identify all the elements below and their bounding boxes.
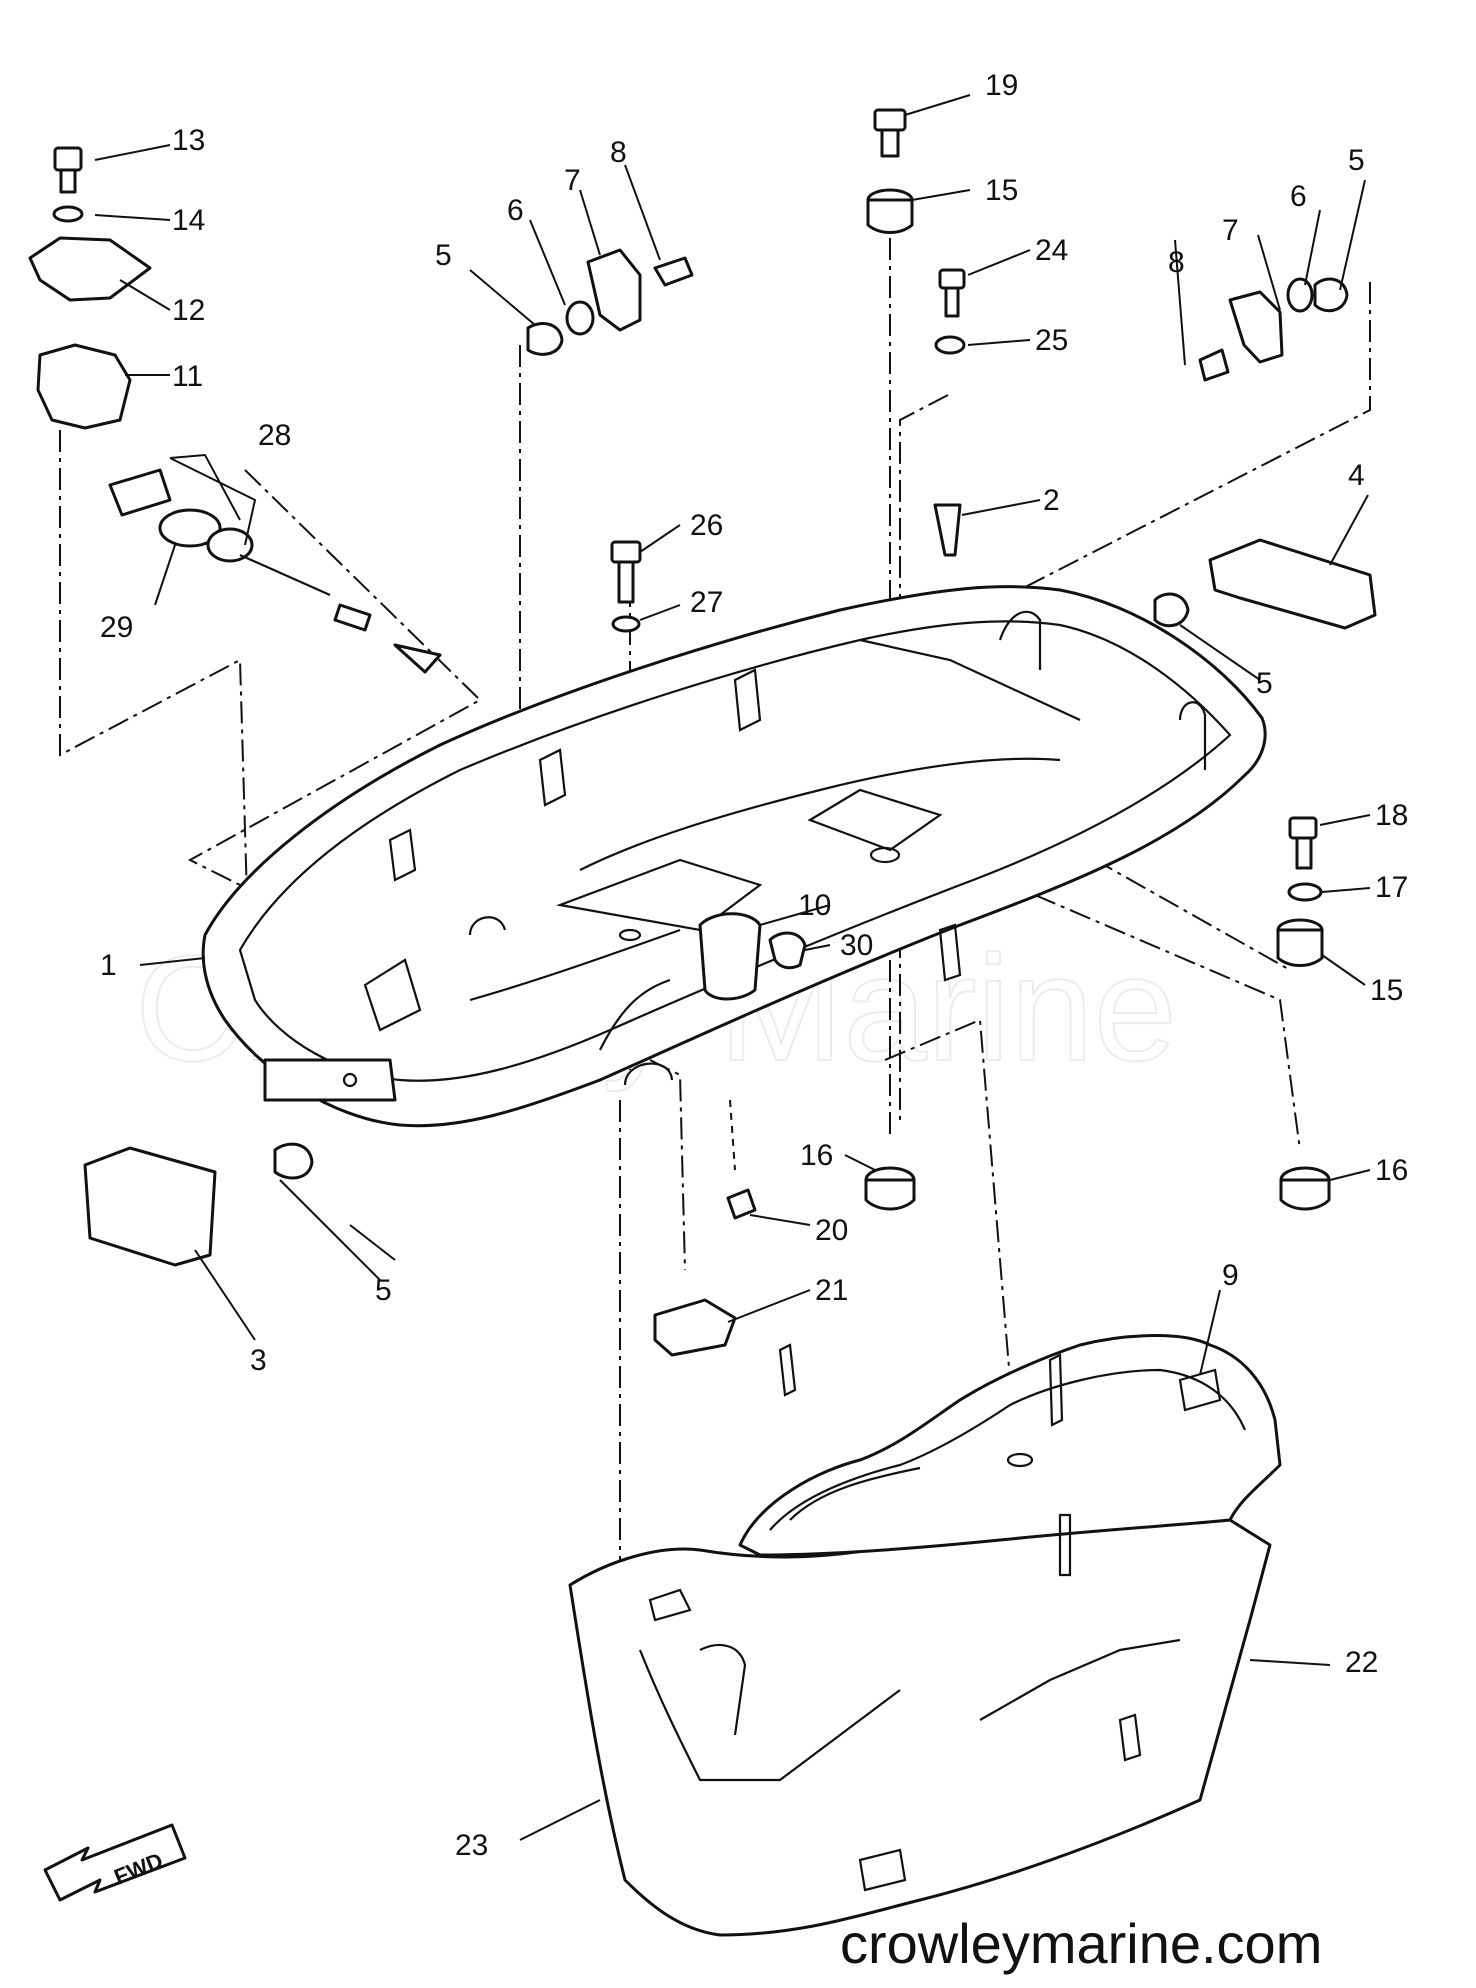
callout-27: 27: [690, 586, 723, 619]
bolt-part-18[interactable]: [1288, 816, 1318, 870]
grommet-part-5[interactable]: [273, 1142, 314, 1180]
bottom-cowling-part-1[interactable]: [201, 585, 1267, 1128]
bolt-part-19[interactable]: [873, 108, 907, 158]
callout-26: 26: [690, 509, 723, 542]
bushing-part-15[interactable]: [866, 188, 914, 234]
grommet-part-5[interactable]: [526, 322, 564, 356]
washer-part-6[interactable]: [565, 300, 595, 336]
washer-part-25[interactable]: [934, 335, 966, 355]
screw-part-20[interactable]: [726, 1188, 757, 1220]
apron-frame-part-9[interactable]: [738, 1334, 1282, 1577]
leader-lines: [94, 94, 1371, 1841]
screw-part-8[interactable]: [653, 256, 694, 287]
mount-part-16[interactable]: [1279, 1166, 1331, 1211]
callout-6: 6: [507, 194, 524, 227]
callout-5: 5: [375, 1274, 392, 1307]
callout-24: 24: [1035, 234, 1068, 267]
callout-21: 21: [815, 1274, 848, 1307]
brand-footer: crowleymarine.com: [840, 1912, 1322, 1975]
mount-part-16[interactable]: [864, 1166, 916, 1211]
valve-part-2[interactable]: [933, 503, 962, 557]
callout-18: 18: [1375, 799, 1408, 832]
washer-part-14[interactable]: [52, 205, 84, 223]
apron-part-23[interactable]: [568, 1518, 1272, 1937]
clip-part-7[interactable]: [586, 248, 642, 332]
pad-part-21[interactable]: [653, 1298, 737, 1357]
callout-20: 20: [815, 1214, 848, 1247]
callout-8: 8: [1168, 246, 1185, 279]
callout-16: 16: [800, 1139, 833, 1172]
grommet-part-5[interactable]: [1313, 277, 1349, 313]
callout-19: 19: [985, 69, 1018, 102]
fwd-arrow-icon: FWD: [43, 1823, 187, 1902]
callout-1: 1: [100, 949, 117, 982]
screw-part-8[interactable]: [1198, 348, 1230, 382]
callout-12: 12: [172, 294, 205, 327]
clip-part-7[interactable]: [1228, 290, 1284, 364]
callout-25: 25: [1035, 324, 1068, 357]
callout-7: 7: [564, 164, 581, 197]
grip-part-11[interactable]: [36, 343, 132, 430]
bolt-part-24[interactable]: [938, 268, 966, 318]
lever-part-3[interactable]: [83, 1146, 217, 1267]
grommet-part-10[interactable]: [698, 912, 762, 1001]
callout-10: 10: [798, 889, 831, 922]
washer-part-17[interactable]: [1287, 882, 1323, 902]
callout-17: 17: [1375, 871, 1408, 904]
grommet-part-5[interactable]: [1153, 592, 1190, 628]
callout-labels: 13 14 12 11 28 29 5 6 7 8 19 15 24 25 2 …: [100, 69, 1408, 1862]
callout-28: 28: [258, 419, 291, 452]
bolt-part-26[interactable]: [610, 540, 642, 604]
callout-11: 11: [172, 360, 203, 393]
callout-22: 22: [1345, 1646, 1378, 1679]
callout-16: 16: [1375, 1154, 1408, 1187]
callout-6: 6: [1290, 180, 1307, 213]
washer-part-6[interactable]: [1286, 277, 1314, 313]
bolt-part-13[interactable]: [53, 146, 83, 194]
callout-7: 7: [1222, 214, 1239, 247]
callout-30: 30: [840, 929, 873, 962]
callout-4: 4: [1348, 459, 1365, 492]
callout-5: 5: [1348, 144, 1365, 177]
callout-5: 5: [435, 239, 452, 272]
callout-14: 14: [172, 204, 205, 237]
washer-part-27[interactable]: [611, 615, 641, 633]
lever-part-4[interactable]: [1208, 538, 1377, 630]
cap-part-30[interactable]: [768, 931, 807, 970]
callout-29: 29: [100, 611, 133, 644]
callout-23: 23: [455, 1829, 488, 1862]
fitting-part-28[interactable]: [108, 468, 442, 674]
callout-15: 15: [1370, 974, 1403, 1007]
callout-5: 5: [1256, 667, 1273, 700]
callout-15: 15: [985, 174, 1018, 207]
callout-9: 9: [1222, 1259, 1239, 1292]
callout-3: 3: [250, 1344, 267, 1377]
callout-8: 8: [610, 136, 627, 169]
bushing-part-15[interactable]: [1276, 918, 1324, 967]
callout-13: 13: [172, 124, 205, 157]
bracket-part-12[interactable]: [28, 236, 152, 302]
callout-2: 2: [1043, 484, 1060, 517]
